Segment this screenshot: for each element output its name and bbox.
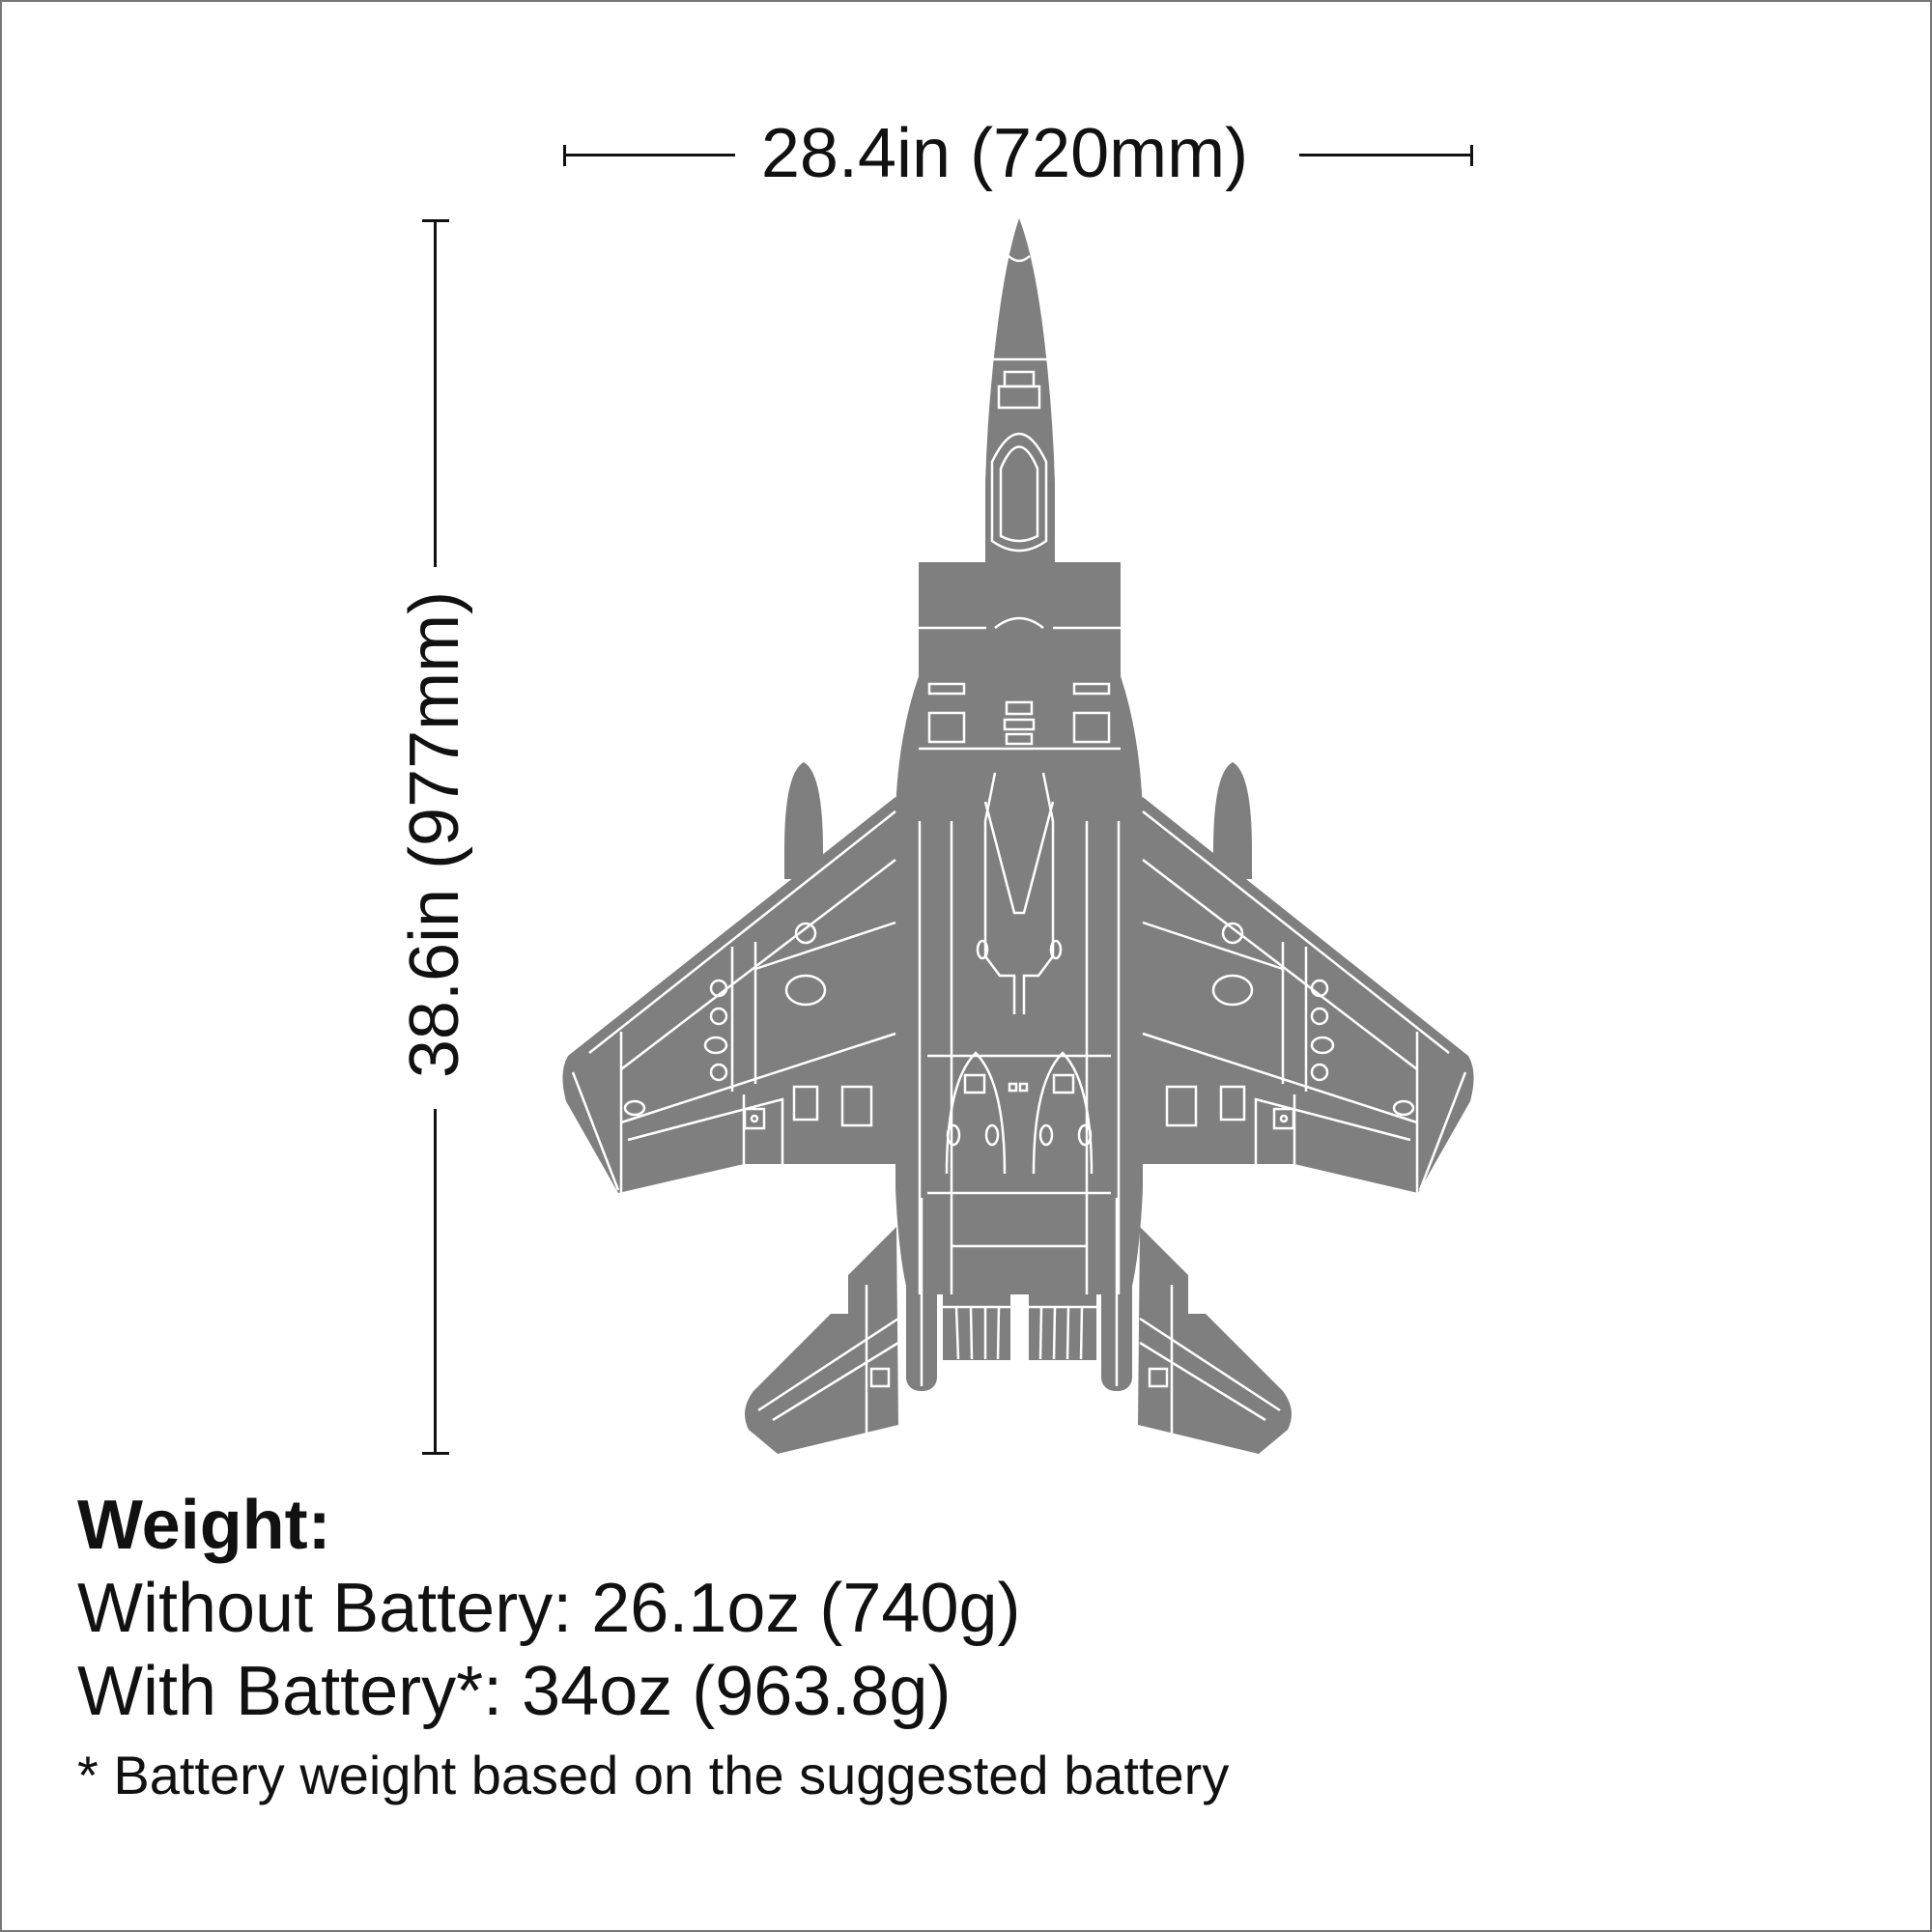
- wingspan-left-line: [563, 154, 735, 156]
- weight-with-battery: With Battery*: 34oz (963.8g): [77, 1653, 952, 1730]
- wingspan-label: 28.4in (720mm): [760, 115, 1249, 192]
- weight-specs: Weight: Without Battery: 26.1oz (740g) W…: [77, 1484, 1229, 1814]
- canopy-outline: [990, 432, 1048, 553]
- weight-without-battery: Without Battery: 26.1oz (740g): [77, 1570, 1021, 1647]
- length-bottom-line: [434, 1109, 437, 1454]
- wingspan-right-line: [1299, 154, 1473, 156]
- weight-heading: Weight:: [77, 1487, 331, 1564]
- aircraft-panel-lines: [571, 255, 1467, 1435]
- length-bottom-tick: [422, 1452, 449, 1455]
- wingspan-right-tick: [1470, 145, 1473, 166]
- nose-cap-line: [1008, 255, 1031, 263]
- length-top-line: [434, 219, 437, 567]
- aircraft-silhouette: [562, 218, 1474, 1454]
- battery-footnote: * Battery weight based on the suggested …: [77, 1745, 1230, 1805]
- canopy-inner: [999, 445, 1039, 543]
